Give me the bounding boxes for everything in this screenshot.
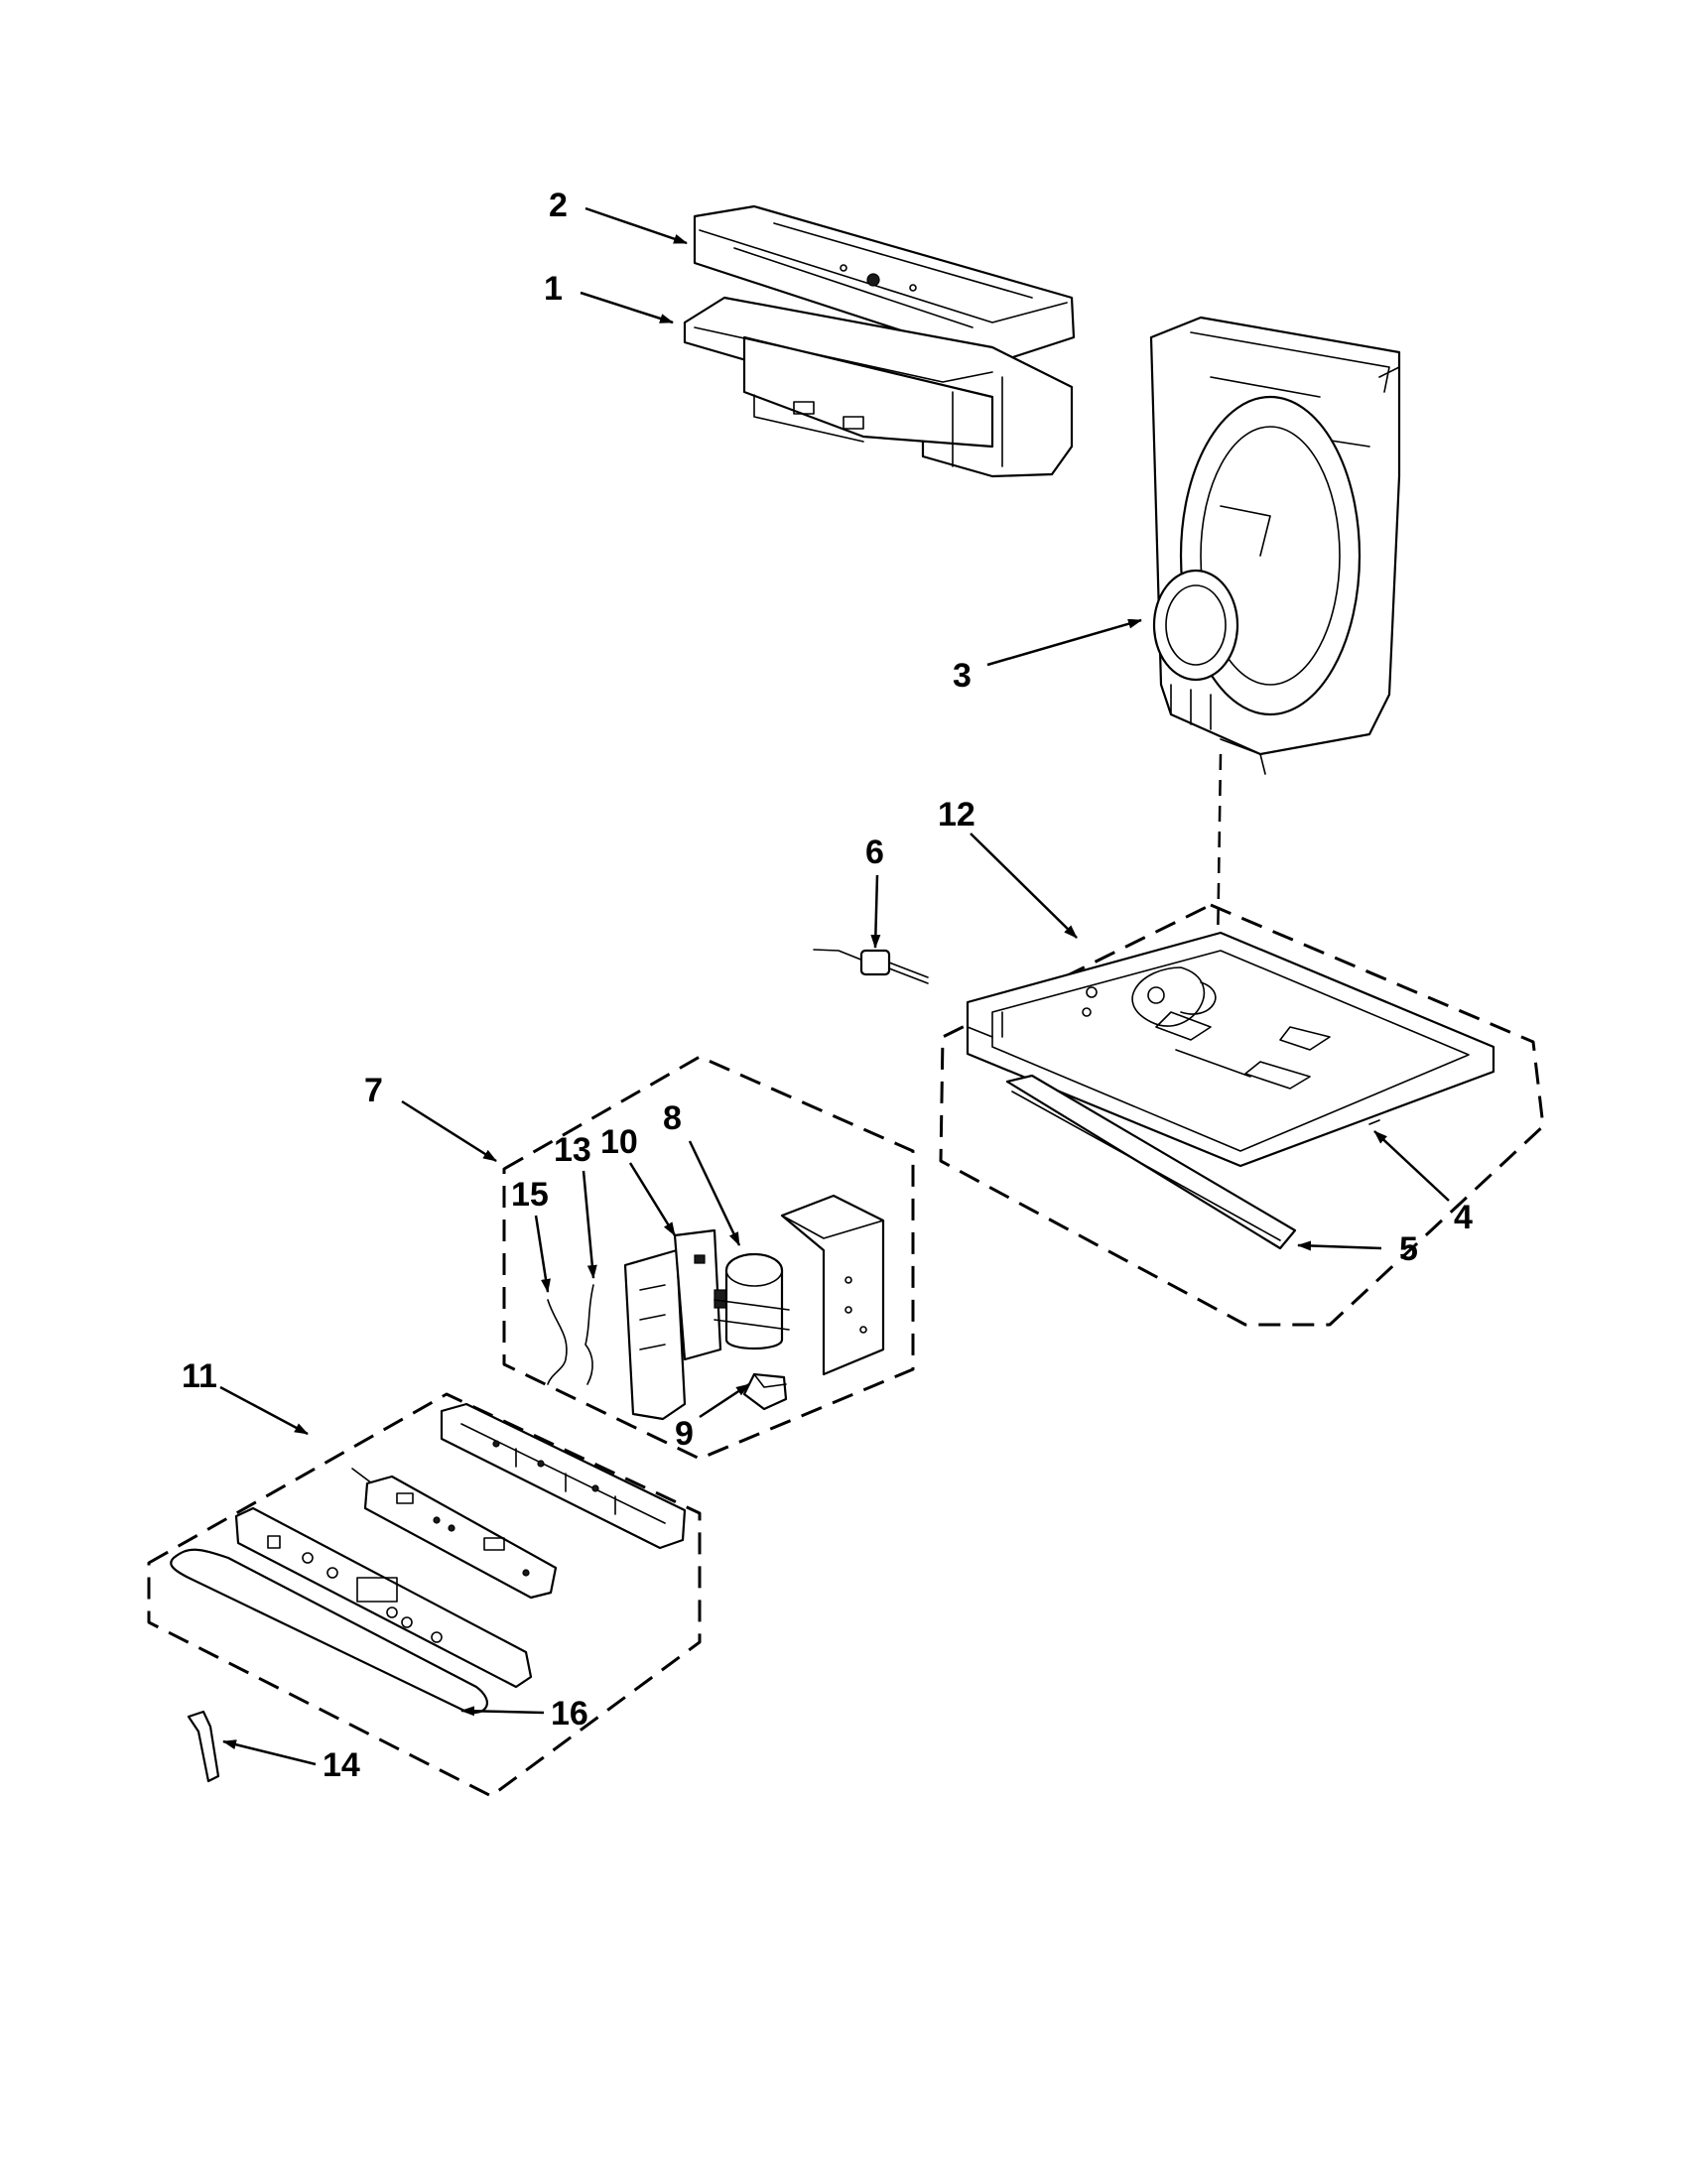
part-12-base-assembly xyxy=(939,903,1545,1327)
callout-2: 2 xyxy=(549,187,688,245)
callout-14: 14 xyxy=(222,1739,360,1784)
callout-label: 3 xyxy=(953,657,972,695)
callout-label: 9 xyxy=(675,1415,694,1453)
callout-5: 5 xyxy=(1297,1230,1418,1268)
callout-label: 14 xyxy=(323,1746,360,1784)
callout-label: 11 xyxy=(182,1357,217,1395)
control-panel-ui-board xyxy=(351,1468,558,1600)
part-14-knob-tool xyxy=(187,1710,220,1783)
callout-10: 10 xyxy=(600,1123,677,1236)
callout-label: 12 xyxy=(938,796,975,834)
callout-8: 8 xyxy=(663,1099,741,1246)
part-13-wire xyxy=(584,1284,594,1385)
callout-15: 15 xyxy=(511,1176,551,1293)
callout-label: 1 xyxy=(544,270,563,308)
part-15-wire xyxy=(547,1299,568,1385)
part-7-mounting-bracket xyxy=(780,1194,885,1376)
part-2-duct-cover xyxy=(693,204,1076,369)
callout-label: 6 xyxy=(865,834,884,871)
callout-16: 16 xyxy=(460,1695,588,1733)
callout-9: 9 xyxy=(675,1382,750,1453)
part-5-bracket xyxy=(1005,1074,1297,1250)
part-6-sensor xyxy=(813,949,929,984)
control-panel-fascia xyxy=(234,1506,533,1689)
callout-12: 12 xyxy=(938,796,1078,939)
part-9-relay xyxy=(742,1372,788,1411)
part-11-control-panel-group xyxy=(147,1392,702,1798)
callout-label: 2 xyxy=(549,187,568,224)
callout-label: 8 xyxy=(663,1099,682,1137)
callout-label: 7 xyxy=(364,1072,383,1109)
callout-3: 3 xyxy=(953,618,1142,695)
callout-label: 15 xyxy=(511,1176,549,1214)
part-16-trim xyxy=(170,1548,488,1715)
callout-label: 10 xyxy=(600,1123,638,1161)
callout-11: 11 xyxy=(182,1357,309,1436)
control-panel-rear-frame xyxy=(440,1402,687,1550)
part-7-control-group xyxy=(502,1055,915,1461)
part-4-rail xyxy=(1239,1071,1494,1167)
part-1-duct xyxy=(683,296,1074,478)
callout-6: 6 xyxy=(865,834,884,949)
callout-label: 4 xyxy=(1454,1199,1473,1236)
callout-label: 5 xyxy=(1399,1230,1418,1268)
callout-7: 7 xyxy=(364,1072,497,1163)
callout-4: 4 xyxy=(1373,1130,1473,1236)
part-3-blower-housing xyxy=(1149,316,1401,775)
callout-label: 16 xyxy=(551,1695,588,1733)
part-8-capacitor xyxy=(714,1252,790,1349)
callout-1: 1 xyxy=(544,270,674,324)
callout-label: 13 xyxy=(554,1131,591,1169)
part-10-control-board xyxy=(623,1228,727,1421)
callout-13: 13 xyxy=(554,1131,597,1279)
